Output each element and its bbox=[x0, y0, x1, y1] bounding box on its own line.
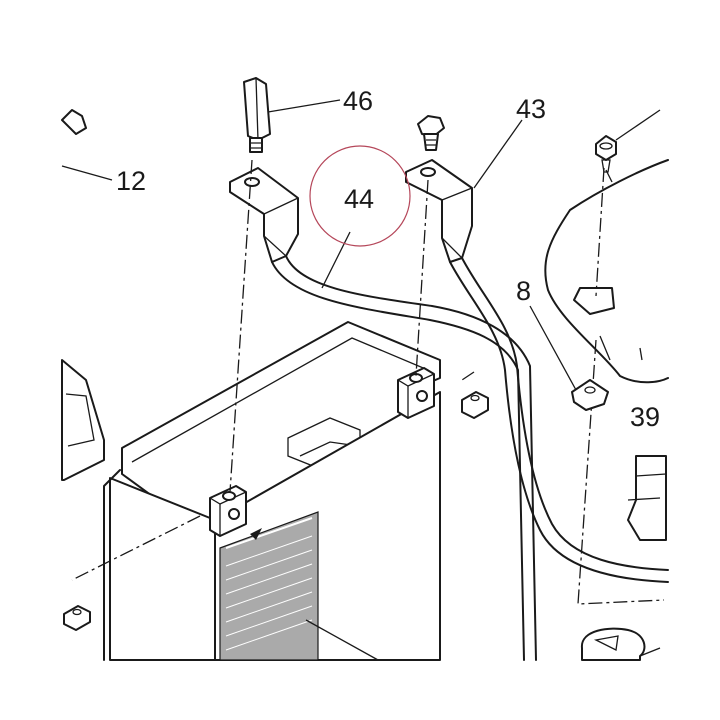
leader-44 bbox=[321, 231, 351, 289]
clip-8 bbox=[571, 379, 609, 411]
callout-44: 44 bbox=[344, 184, 374, 214]
warning-label bbox=[219, 511, 319, 661]
assembly-lines bbox=[71, 159, 665, 605]
left-bracket bbox=[61, 359, 105, 481]
callout-8: 8 bbox=[516, 276, 531, 306]
battery-cable-44 bbox=[229, 167, 669, 661]
terminal-bolt bbox=[417, 115, 445, 151]
clamp-39 bbox=[627, 455, 667, 541]
clip-12 bbox=[61, 109, 87, 135]
callout-46: 46 bbox=[343, 86, 373, 116]
callout-12: 12 bbox=[116, 166, 146, 196]
battery bbox=[103, 321, 441, 661]
leader-12 bbox=[61, 165, 113, 181]
battery-holder-cover bbox=[544, 135, 669, 384]
nut-right bbox=[461, 391, 489, 419]
leader-43 bbox=[473, 119, 523, 189]
highlight-circle bbox=[309, 145, 411, 247]
callout-43: 43 bbox=[516, 94, 546, 124]
negative-terminal bbox=[209, 485, 247, 537]
nut-left bbox=[63, 605, 91, 631]
spacer-46 bbox=[243, 77, 271, 153]
leader-top-right bbox=[615, 109, 661, 141]
callout-39: 39 bbox=[630, 402, 660, 432]
leader-8 bbox=[529, 305, 577, 391]
filler-cap bbox=[580, 627, 661, 661]
cable-43-lug bbox=[405, 159, 473, 263]
leader-46 bbox=[267, 99, 341, 113]
positive-terminal bbox=[397, 367, 435, 419]
